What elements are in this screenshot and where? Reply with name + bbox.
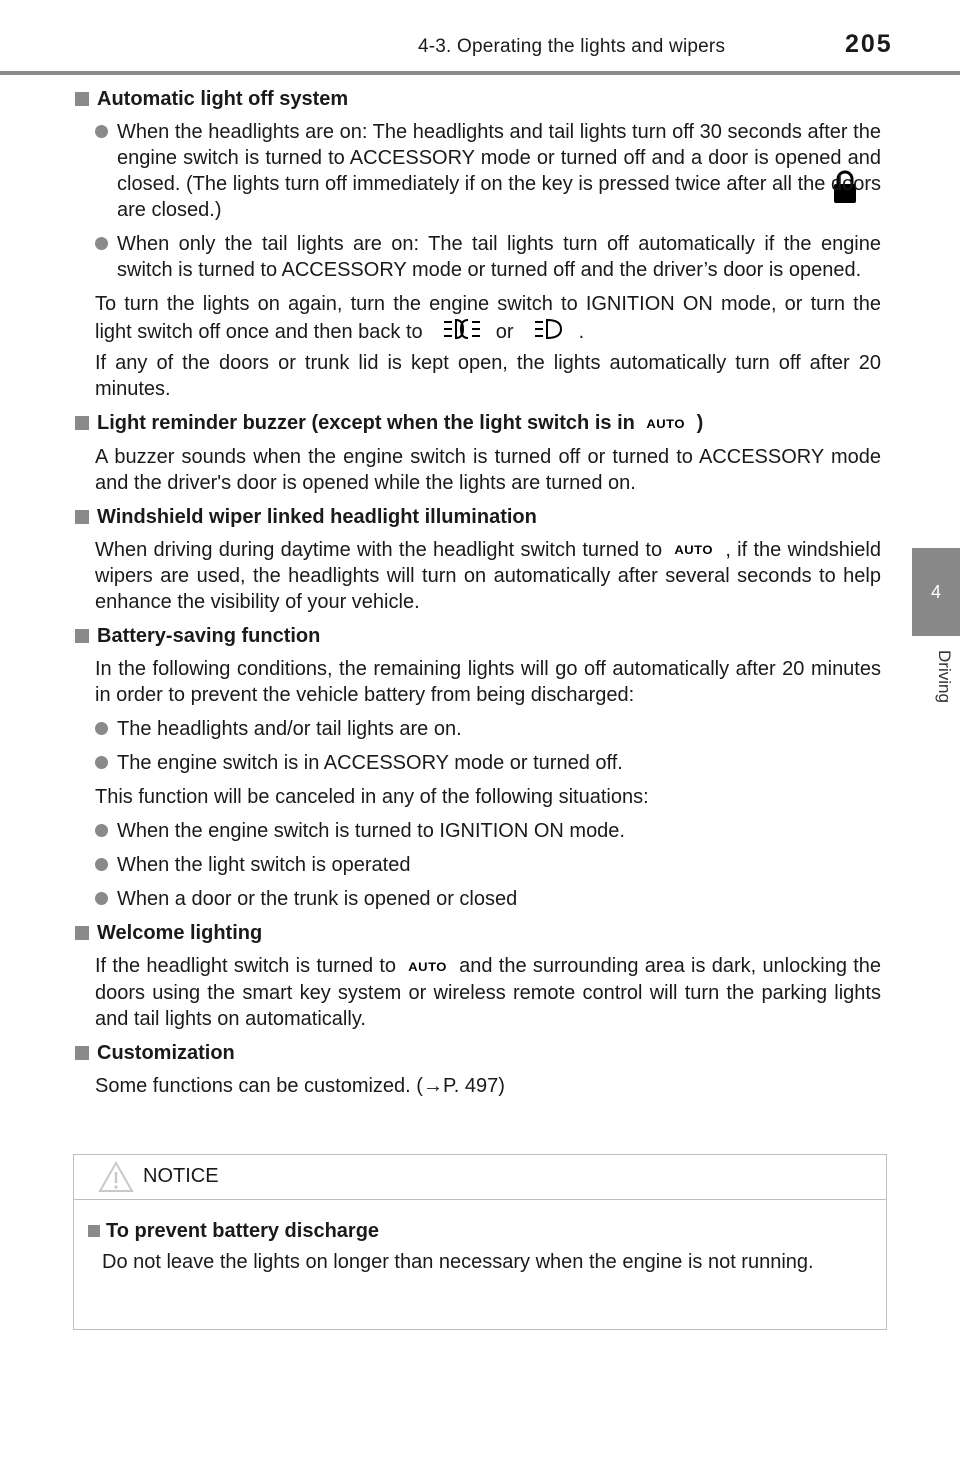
chapter-label: Driving [935,650,954,703]
paragraph: To turn the lights on again, turn the en… [95,291,881,348]
heading-text: ) [696,412,704,434]
list-item: When the engine switch is turned to IGNI… [95,818,881,844]
page-reference-link[interactable]: P. 497) [442,1075,505,1098]
paragraph: A buzzer sounds when the engine switch i… [95,445,881,494]
arrow-icon: → [422,1075,443,1098]
paragraph-text: Some functions can be customized. ( [95,1075,423,1098]
main-content: Automatic light off system When the head… [75,86,881,1107]
paragraph-text: To turn the lights on again, turn the en… [95,293,881,343]
notice-heading: To prevent battery discharge [88,1218,870,1245]
paragraph-text: and the surrounding area is dark, unlock… [95,955,881,1031]
bullet-text: When the headlights are on: The headligh… [117,121,881,195]
list-item: When the light switch is operated [95,852,881,878]
auto-icon: AUTO [646,416,686,431]
section-heading: Light reminder buzzer (except when the l… [75,410,881,437]
warning-triangle-icon [98,1160,134,1198]
paragraph: When driving during daytime with the hea… [95,537,881,616]
notice-text: Do not leave the lights on longer than n… [102,1251,814,1273]
paragraph: If the headlight switch is turned to AUT… [95,953,881,1032]
paragraph: In the following conditions, the remaini… [95,658,881,707]
paragraph-text: or [495,320,514,343]
header-title: 4-3. Operating the lights and wipers [418,36,726,57]
header-rule [0,71,960,75]
page-number: 205 [845,30,893,58]
section-heading: Automatic light off system [75,86,881,112]
chapter-tab[interactable]: 4 [912,548,960,636]
auto-icon: AUTO [674,542,713,558]
headlight-icon [442,317,482,348]
list-item: The headlights and/or tail lights are on… [95,716,881,742]
list-item: When a door or the trunk is opened or cl… [95,886,881,912]
taillight-icon [533,317,563,348]
section-heading: Windshield wiper linked headlight illumi… [75,504,881,530]
notice-title: NOTICE [143,1165,219,1187]
paragraph-text: , if the windshield wipers are used, the… [95,538,881,614]
lock-icon [832,170,858,209]
notice-body: To prevent battery discharge Do not leav… [74,1200,886,1276]
section-heading: Battery-saving function [75,623,881,649]
auto-icon: AUTO [408,959,447,974]
section-heading: Customization [75,1040,881,1066]
notice-box: NOTICE To prevent battery discharge Do n… [73,1154,887,1330]
section-heading: Welcome lighting [75,920,881,946]
paragraph-text: . [578,320,585,343]
bullet-text: on the key is pressed twice after all th… [117,173,881,221]
list-item: When only the tail lights are on: The ta… [95,231,881,283]
paragraph-text: When driving during daytime with the hea… [95,538,663,561]
paragraph: Some functions can be customized. (→P. 4… [95,1073,881,1099]
notice-header: NOTICE [74,1155,886,1200]
heading-text: Light reminder buzzer (except when the l… [97,412,635,434]
list-item: When the headlights are on: The headligh… [95,119,881,223]
paragraph: If any of the doors or trunk lid is kept… [95,352,881,400]
paragraph-text: If the headlight switch is turned to [95,955,397,978]
list-item: The engine switch is in ACCESSORY mode o… [95,750,881,776]
paragraph: This function will be canceled in any of… [95,786,649,809]
